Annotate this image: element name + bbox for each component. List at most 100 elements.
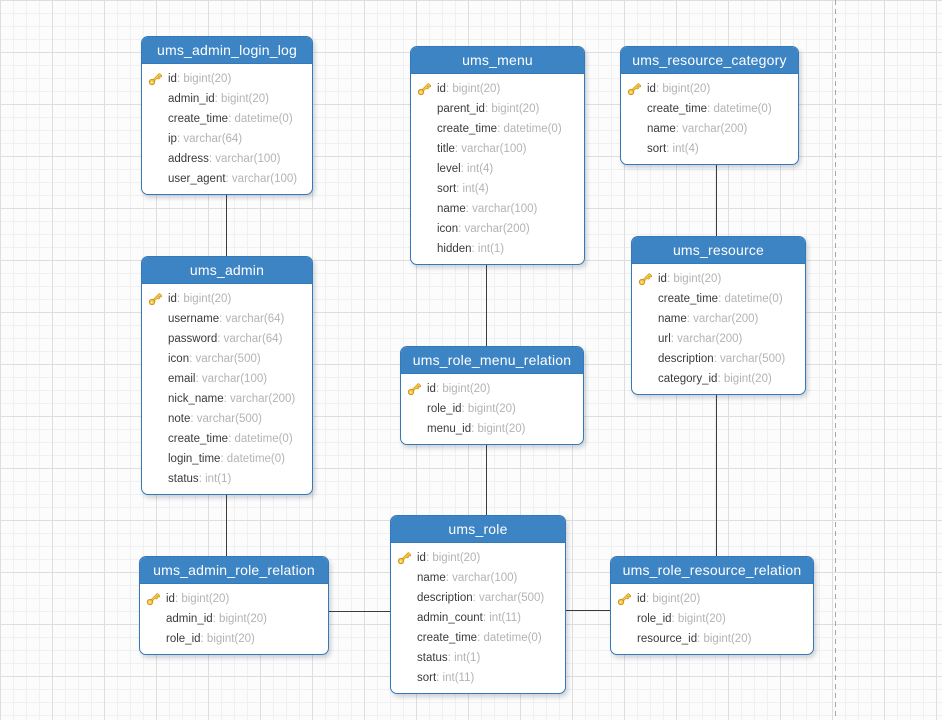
field-row[interactable]: hidden: int(1)	[417, 239, 580, 259]
table-title[interactable]: ums_admin_login_log	[142, 37, 312, 64]
field-name: admin_id	[166, 613, 213, 625]
field-type: : bigint(20)	[435, 383, 491, 395]
field-row[interactable]: name: varchar(200)	[638, 309, 801, 329]
field-row[interactable]: id: bigint(20)	[148, 69, 308, 89]
field-row[interactable]: address: varchar(100)	[148, 149, 308, 169]
field-row[interactable]: icon: varchar(500)	[148, 349, 308, 369]
field-row[interactable]: user_agent: varchar(100)	[148, 169, 308, 189]
field-row[interactable]: status: int(1)	[148, 469, 308, 489]
field-row[interactable]: id: bigint(20)	[146, 589, 324, 609]
field-row[interactable]: category_id: bigint(20)	[638, 369, 801, 389]
field-row[interactable]: create_time: datetime(0)	[397, 628, 561, 648]
table-title[interactable]: ums_role	[391, 516, 565, 543]
table-card-ums_resource[interactable]: ums_resource id: bigint(20)create_time: d…	[631, 236, 806, 395]
field-row[interactable]: title: varchar(100)	[417, 139, 580, 159]
field-type: : varchar(64)	[176, 133, 243, 145]
field-row[interactable]: id: bigint(20)	[617, 589, 809, 609]
field-name: description	[658, 353, 714, 365]
field-row[interactable]: admin_id: bigint(20)	[148, 89, 308, 109]
field-row[interactable]: name: varchar(200)	[627, 119, 794, 139]
table-card-ums_menu[interactable]: ums_menu id: bigint(20)parent_id: bigint(…	[410, 46, 585, 265]
field-name: name	[437, 203, 466, 215]
field-row[interactable]: password: varchar(64)	[148, 329, 308, 349]
field-row[interactable]: login_time: datetime(0)	[148, 449, 308, 469]
field-row[interactable]: create_time: datetime(0)	[638, 289, 801, 309]
field-name: id	[647, 83, 656, 95]
field-type: : int(4)	[666, 143, 699, 155]
field-row[interactable]: id: bigint(20)	[407, 379, 579, 399]
field-name: user_agent	[168, 173, 226, 185]
table-field-list: id: bigint(20)admin_id: bigint(20)create…	[142, 64, 312, 194]
field-row[interactable]: create_time: datetime(0)	[148, 109, 308, 129]
field-row[interactable]: username: varchar(64)	[148, 309, 308, 329]
table-title[interactable]: ums_menu	[411, 47, 584, 74]
field-row[interactable]: sort: int(11)	[397, 668, 561, 688]
field-type: : datetime(0)	[477, 632, 542, 644]
field-row[interactable]: id: bigint(20)	[638, 269, 801, 289]
table-card-ums_role[interactable]: ums_role id: bigint(20)name: varchar(100)…	[390, 515, 566, 694]
field-row[interactable]: name: varchar(100)	[417, 199, 580, 219]
field-name: id	[427, 383, 436, 395]
field-row[interactable]: admin_id: bigint(20)	[146, 609, 324, 629]
field-type: : varchar(100)	[208, 153, 281, 165]
field-row[interactable]: create_time: datetime(0)	[148, 429, 308, 449]
field-type: : int(4)	[456, 183, 489, 195]
table-title[interactable]: ums_role_menu_relation	[401, 347, 583, 374]
field-row[interactable]: name: varchar(100)	[397, 568, 561, 588]
table-title[interactable]: ums_admin_role_relation	[140, 557, 328, 584]
table-title[interactable]: ums_resource_category	[621, 47, 798, 74]
field-row[interactable]: parent_id: bigint(20)	[417, 99, 580, 119]
field-row[interactable]: nick_name: varchar(200)	[148, 389, 308, 409]
field-row[interactable]: level: int(4)	[417, 159, 580, 179]
table-card-ums_resource_category[interactable]: ums_resource_category id: bigint(20)creat…	[620, 46, 799, 165]
field-name: password	[168, 333, 218, 345]
table-card-ums_admin[interactable]: ums_admin id: bigint(20)username: varchar…	[141, 256, 313, 495]
field-row[interactable]: role_id: bigint(20)	[617, 609, 809, 629]
field-row[interactable]: id: bigint(20)	[148, 289, 308, 309]
field-name: admin_count	[417, 612, 483, 624]
relation-line	[486, 262, 487, 350]
field-row[interactable]: create_time: datetime(0)	[627, 99, 794, 119]
field-row[interactable]: id: bigint(20)	[417, 79, 580, 99]
field-row[interactable]: description: varchar(500)	[397, 588, 561, 608]
field-type: : bigint(20)	[200, 633, 255, 645]
page-boundary-line	[835, 0, 836, 720]
field-row[interactable]: note: varchar(500)	[148, 409, 308, 429]
field-row[interactable]: email: varchar(100)	[148, 369, 308, 389]
field-row[interactable]: ip: varchar(64)	[148, 129, 308, 149]
field-row[interactable]: sort: int(4)	[627, 139, 794, 159]
table-title[interactable]: ums_resource	[632, 237, 805, 264]
field-row[interactable]: resource_id: bigint(20)	[617, 629, 809, 649]
field-name: level	[437, 163, 461, 175]
field-name: sort	[647, 143, 667, 155]
table-title[interactable]: ums_role_resource_relation	[611, 557, 813, 584]
field-row[interactable]: status: int(1)	[397, 648, 561, 668]
field-row[interactable]: create_time: datetime(0)	[417, 119, 580, 139]
field-type: : varchar(64)	[219, 313, 285, 325]
key-icon	[417, 82, 437, 96]
field-row[interactable]: icon: varchar(200)	[417, 219, 580, 239]
table-title[interactable]: ums_admin	[142, 257, 312, 284]
table-card-ums_role_resource_relation[interactable]: ums_role_resource_relation id: bigint(20)…	[610, 556, 814, 655]
field-row[interactable]: sort: int(4)	[417, 179, 580, 199]
field-name: status	[168, 473, 199, 485]
field-type: : bigint(20)	[445, 83, 501, 95]
field-row[interactable]: description: varchar(500)	[638, 349, 801, 369]
field-row[interactable]: menu_id: bigint(20)	[407, 419, 579, 439]
field-name: id	[166, 593, 175, 605]
field-row[interactable]: role_id: bigint(20)	[407, 399, 579, 419]
relation-line	[226, 186, 227, 260]
field-row[interactable]: role_id: bigint(20)	[146, 629, 324, 649]
field-type: : bigint(20)	[471, 423, 526, 435]
field-row[interactable]: url: varchar(200)	[638, 329, 801, 349]
field-name: nick_name	[168, 393, 224, 405]
field-row[interactable]: id: bigint(20)	[397, 548, 561, 568]
field-row[interactable]: id: bigint(20)	[627, 79, 794, 99]
field-row[interactable]: admin_count: int(11)	[397, 608, 561, 628]
field-name: create_time	[168, 433, 229, 445]
field-name: email	[168, 373, 196, 385]
field-type: : bigint(20)	[645, 593, 701, 605]
